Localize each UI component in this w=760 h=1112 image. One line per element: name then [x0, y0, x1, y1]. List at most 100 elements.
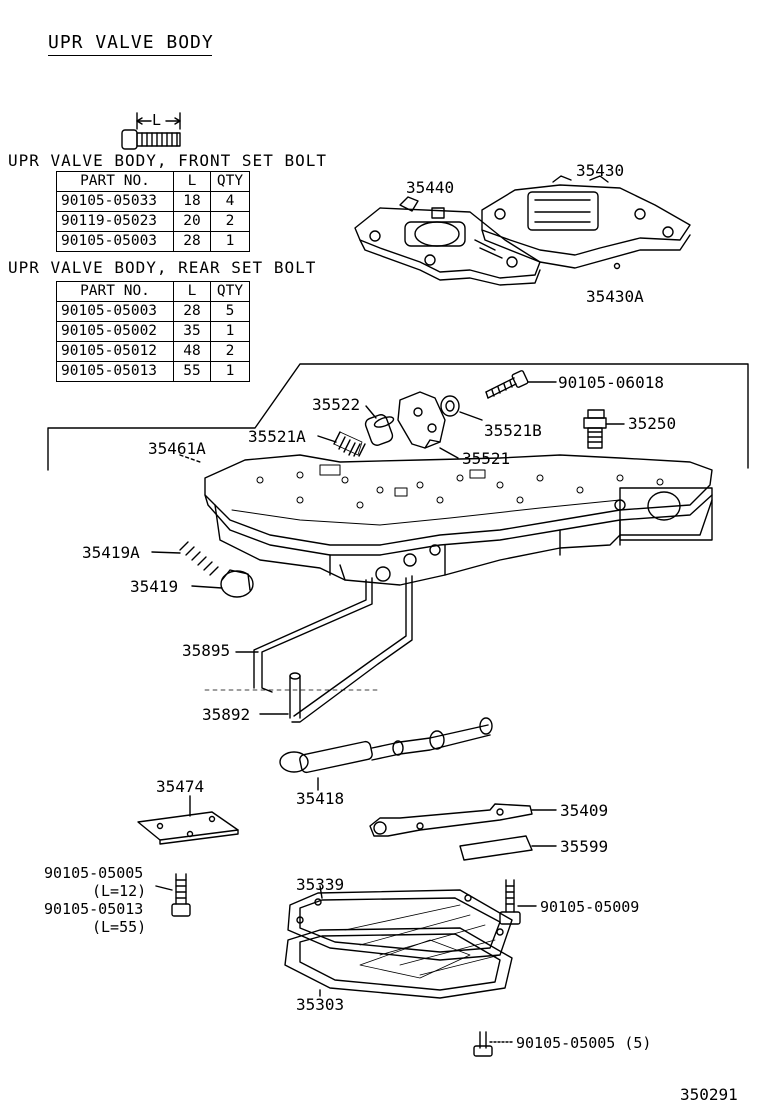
callout-90105-05005: 90105-05005 — [44, 864, 144, 882]
title-underline — [48, 55, 212, 56]
callout-90105-05005-qty5: 90105-05005 (5) — [516, 1034, 652, 1052]
cell-part-no: 90119-05023 — [56, 211, 174, 232]
table-row: 90105-05003 28 1 — [56, 231, 250, 252]
spring-35521a — [333, 431, 366, 457]
header-qty: QTY — [210, 171, 250, 192]
table-row: 90105-05013 55 1 — [56, 361, 250, 382]
plate-35599 — [459, 835, 533, 861]
cell-length: 48 — [173, 341, 211, 362]
header-part-no: PART NO. — [56, 281, 174, 302]
exploded-boundary-line — [47, 363, 749, 471]
bolt-90105-05009 — [499, 879, 521, 925]
plate-35521 — [397, 391, 446, 449]
front-bolt-table: PART NO. L QTY 90105-05033 18 4 90119-05… — [56, 171, 250, 252]
cell-qty: 1 — [210, 231, 250, 252]
callout-35250: 35250 — [628, 414, 677, 433]
callout-35440: 35440 — [406, 178, 455, 197]
leader-35521 — [439, 447, 459, 459]
cell-qty: 5 — [210, 301, 250, 322]
header-length: L — [173, 171, 211, 192]
callout-35892: 35892 — [202, 705, 251, 724]
valve-35418 — [279, 717, 493, 774]
callout-90105-05009: 90105-05009 — [540, 898, 640, 916]
strainer-35303 — [284, 904, 513, 999]
bolt-dimension-icon — [121, 112, 181, 150]
callout-35461a: 35461A — [148, 439, 206, 458]
callout-length-12: (L=12) — [92, 882, 147, 900]
callout-35521a: 35521A — [248, 427, 306, 446]
cell-part-no: 90105-05003 — [56, 231, 174, 252]
bolt-90105-05005 — [171, 873, 191, 917]
table-row: 90119-05023 20 2 — [56, 211, 250, 232]
callout-35599: 35599 — [560, 837, 609, 856]
callout-35522: 35522 — [312, 395, 361, 414]
figure-number: 350291 — [680, 1085, 738, 1104]
leader-90105-05005 — [155, 885, 173, 891]
cell-length: 28 — [173, 301, 211, 322]
table-row: 90105-05003 28 5 — [56, 301, 250, 322]
callout-35303: 35303 — [296, 995, 345, 1014]
callout-35430: 35430 — [576, 161, 625, 180]
ball-35430a — [613, 262, 621, 270]
cell-part-no: 90105-05012 — [56, 341, 174, 362]
rear-bolt-table: PART NO. L QTY 90105-05003 28 5 90105-05… — [56, 281, 250, 382]
diagram-title: UPR VALVE BODY — [48, 32, 214, 53]
cell-qty: 1 — [210, 361, 250, 382]
callout-90105-06018: 90105-06018 — [558, 373, 664, 392]
bolt-90105-05005-qty5 — [473, 1031, 493, 1057]
plug-35419 — [220, 569, 254, 598]
cell-qty: 2 — [210, 341, 250, 362]
cell-length: 28 — [173, 231, 211, 252]
cell-length: 18 — [173, 191, 211, 212]
callout-35419a: 35419A — [82, 543, 140, 562]
callout-length-55: (L=55) — [92, 918, 147, 936]
callout-35418: 35418 — [296, 789, 345, 808]
cell-qty: 4 — [210, 191, 250, 212]
leader-35521a — [317, 435, 337, 443]
bolt-dimension-label: L — [152, 111, 162, 129]
callout-35419: 35419 — [130, 577, 179, 596]
cell-part-no: 90105-05003 — [56, 301, 174, 322]
bolt-90105-06018 — [485, 370, 529, 399]
callout-35339: 35339 — [296, 875, 345, 894]
tube-35895 — [253, 575, 413, 723]
lever-35409 — [369, 803, 533, 837]
callout-35521: 35521 — [462, 449, 511, 468]
callout-35521b: 35521B — [484, 421, 542, 440]
fitting-35250 — [583, 409, 607, 449]
header-length: L — [173, 281, 211, 302]
leader-35419 — [191, 585, 223, 589]
cell-part-no: 90105-05013 — [56, 361, 174, 382]
callout-35430a: 35430A — [586, 287, 644, 306]
cell-length: 35 — [173, 321, 211, 342]
cell-qty: 1 — [210, 321, 250, 342]
callout-90105-05013: 90105-05013 — [44, 900, 144, 918]
plate-35474 — [137, 811, 239, 845]
header-qty: QTY — [210, 281, 250, 302]
cell-part-no: 90105-05033 — [56, 191, 174, 212]
leader-35521b — [459, 411, 483, 421]
valve-body-plate-assembly — [204, 454, 713, 586]
spring-35419a — [179, 541, 219, 576]
table-row: 90105-05033 18 4 — [56, 191, 250, 212]
callout-35895: 35895 — [182, 641, 231, 660]
plug-35522 — [364, 414, 395, 446]
header-part-no: PART NO. — [56, 171, 174, 192]
cell-length: 55 — [173, 361, 211, 382]
table-row: 90105-05002 35 1 — [56, 321, 250, 342]
leader-35461a — [179, 454, 201, 463]
leader-35522 — [365, 405, 377, 419]
tube-35892 — [289, 672, 301, 719]
table-row: 90105-05012 48 2 — [56, 341, 250, 362]
ball-35521b — [440, 395, 460, 417]
callout-35474: 35474 — [156, 777, 205, 796]
leader-35339 — [319, 885, 323, 899]
cell-qty: 2 — [210, 211, 250, 232]
cell-length: 20 — [173, 211, 211, 232]
table-header-row: PART NO. L QTY — [56, 281, 250, 302]
front-bolt-table-title: UPR VALVE BODY, FRONT SET BOLT — [8, 151, 327, 170]
leader-35419a — [151, 551, 181, 554]
valve-body-35430 — [481, 175, 691, 269]
table-header-row: PART NO. L QTY — [56, 171, 250, 192]
